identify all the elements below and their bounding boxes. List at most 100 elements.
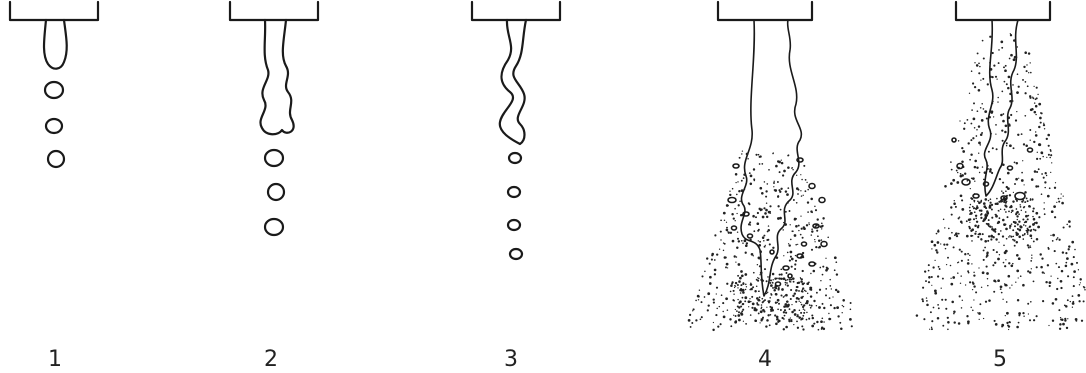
spray-dot <box>926 304 929 307</box>
spray-dot <box>815 209 817 211</box>
spray-dot <box>812 317 814 319</box>
spray-dot <box>963 128 965 130</box>
spray-dot <box>931 320 933 322</box>
spray-dot <box>1033 86 1034 87</box>
spray-dot <box>1016 162 1018 164</box>
spray-dot <box>1010 205 1012 207</box>
spray-dot <box>1026 231 1028 233</box>
spray-dot <box>974 181 975 182</box>
spray-dot <box>734 255 736 257</box>
spray-dot <box>726 263 729 266</box>
droplet <box>783 266 789 270</box>
spray-dot <box>782 174 784 176</box>
spray-dot <box>1010 54 1013 57</box>
spray-dot <box>787 284 789 286</box>
spray-dot <box>1017 219 1019 221</box>
spray-dot <box>937 304 939 306</box>
spray-dot <box>972 206 974 208</box>
spray-dot <box>754 290 756 292</box>
spray-dot <box>741 153 742 154</box>
spray-dot <box>779 277 781 279</box>
spray-dot <box>928 264 930 266</box>
spray-dot <box>706 257 708 259</box>
spray-dot <box>1029 129 1031 131</box>
spray-dot <box>808 222 809 223</box>
spray-dot <box>699 289 700 290</box>
spray-dot <box>701 301 703 303</box>
panel-label-1: 1 <box>48 347 62 372</box>
spray-dot <box>1067 275 1069 277</box>
spray-dot <box>735 309 736 310</box>
spray-dot <box>772 279 773 280</box>
spray-dot <box>791 266 793 268</box>
spray-dot <box>967 119 969 121</box>
spray-dot <box>979 319 980 320</box>
spray-dot <box>716 253 718 255</box>
spray-dot <box>1035 134 1038 137</box>
spray-dot <box>783 328 785 330</box>
spray-dot <box>1022 160 1023 161</box>
spray-dot <box>996 148 998 150</box>
spray-dot <box>951 232 953 234</box>
spray-dot <box>1035 212 1038 215</box>
spray-dot <box>928 270 930 272</box>
spray-dot <box>1028 205 1031 208</box>
spray-dot <box>770 284 773 287</box>
spray-dot <box>825 288 827 290</box>
spray-dot <box>770 293 772 295</box>
spray-dot <box>1016 254 1019 257</box>
spray-dot <box>722 311 723 312</box>
spray-dot <box>803 165 805 167</box>
spray-dot <box>1033 223 1035 225</box>
spray-dot <box>975 208 977 210</box>
spray-dot <box>730 325 732 327</box>
spray-dot <box>759 187 762 190</box>
spray-dot <box>990 207 991 208</box>
spray-dot <box>739 157 741 159</box>
spray-dot <box>720 231 722 233</box>
spray-dot <box>957 272 959 274</box>
spray-dot <box>1062 323 1065 326</box>
spray-dot <box>1030 72 1032 74</box>
spray-dot <box>738 240 740 242</box>
spray-dot <box>925 280 927 282</box>
spray-dot <box>1017 73 1019 75</box>
spray-dot <box>1001 91 1003 93</box>
spray-dot <box>965 284 966 285</box>
spray-dot <box>1015 282 1016 283</box>
spray-dot <box>774 278 776 280</box>
spray-dot <box>970 197 972 199</box>
spray-dot <box>697 295 700 298</box>
spray-dot <box>807 293 808 294</box>
spray-dot <box>810 295 812 297</box>
spray-dot <box>1027 200 1029 202</box>
spray-dot <box>800 312 802 314</box>
spray-dot <box>926 300 928 302</box>
spray-dot <box>987 213 989 215</box>
spray-dot <box>735 282 737 284</box>
spray-dot <box>816 230 818 232</box>
spray-dot <box>1072 307 1073 308</box>
spray-dot <box>948 228 950 230</box>
spray-dot <box>761 298 763 300</box>
spray-dot <box>829 285 831 287</box>
spray-dot <box>922 287 924 289</box>
droplet <box>788 274 792 278</box>
spray-dot <box>987 240 989 242</box>
spray-dot <box>689 314 691 316</box>
spray-dot <box>1023 66 1025 68</box>
spray-dot <box>817 218 819 220</box>
spray-dot <box>1054 216 1056 218</box>
spray-dot <box>757 299 760 302</box>
spray-dot <box>981 132 983 134</box>
spray-dot <box>1002 219 1005 222</box>
spray-dot <box>972 310 974 312</box>
spray-dot <box>1024 92 1026 94</box>
spray-dot <box>1018 312 1021 315</box>
spray-dot <box>1063 195 1064 196</box>
spray-dot <box>1016 241 1018 243</box>
spray-dot <box>762 301 764 303</box>
spray-dot <box>780 273 782 275</box>
spray-dot <box>784 309 786 311</box>
spray-dot <box>794 292 796 294</box>
